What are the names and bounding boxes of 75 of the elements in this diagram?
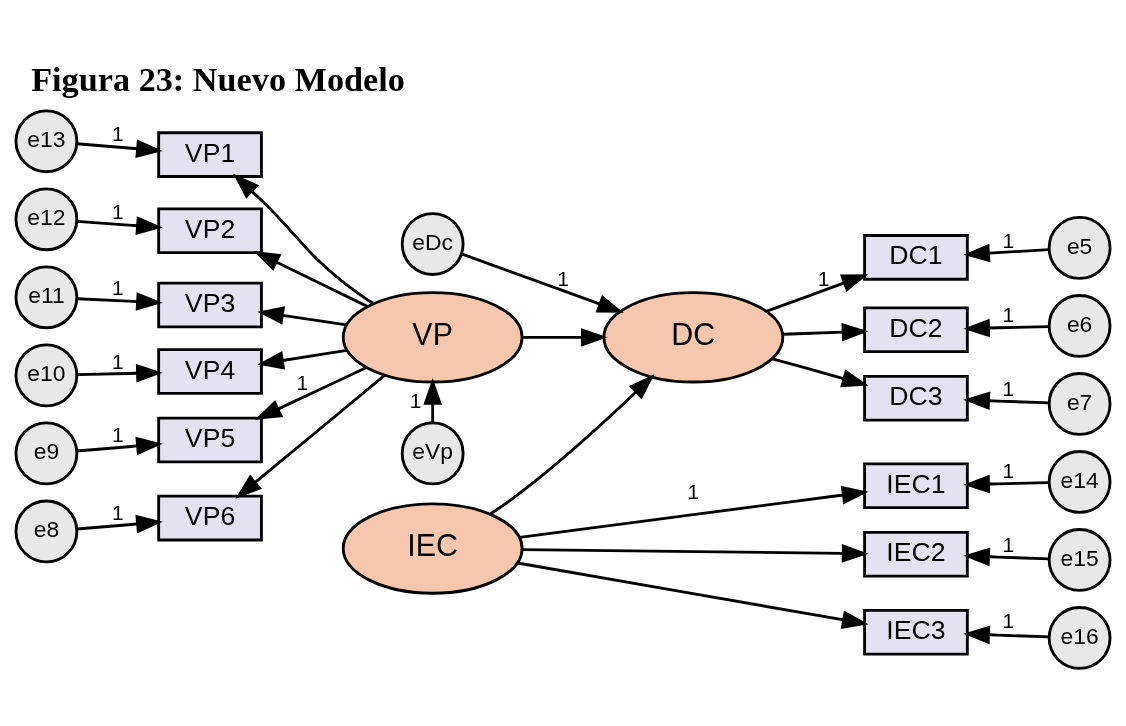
arrow — [461, 252, 624, 313]
arrow — [76, 436, 163, 456]
node-box: VP1 — [157, 131, 263, 178]
arrow — [76, 514, 163, 534]
edge-label: 1 — [111, 121, 124, 145]
node-circle: e5 — [1047, 216, 1112, 280]
edge-label: 1 — [111, 199, 124, 223]
node-circle: e11 — [14, 265, 79, 330]
arrow — [519, 485, 869, 539]
arrow — [233, 173, 374, 305]
edge-label: 1 — [1002, 376, 1015, 400]
arrow — [489, 374, 655, 516]
arrow — [963, 625, 1050, 645]
node-circle: e13 — [14, 109, 79, 174]
arrow — [257, 306, 347, 327]
edge-label: 1 — [409, 388, 422, 412]
arrow — [522, 544, 869, 563]
arrow — [782, 322, 869, 342]
node-box: DC2 — [863, 306, 969, 353]
edge-label: 1 — [296, 371, 309, 395]
node-box: VP6 — [157, 494, 263, 542]
node-circle: e7 — [1047, 372, 1112, 436]
edge-label: 1 — [1002, 302, 1015, 326]
arrow — [963, 318, 1049, 338]
arrow — [963, 243, 1050, 263]
node-circle: e15 — [1047, 528, 1112, 592]
node-circle: eDc — [400, 212, 465, 276]
edge-label: 1 — [687, 479, 700, 503]
node-circle: e16 — [1047, 606, 1112, 670]
node-box: VP3 — [157, 281, 263, 329]
node-box: IEC1 — [863, 462, 969, 510]
arrow — [235, 374, 386, 499]
node-box: IEC3 — [863, 608, 969, 656]
arrow — [963, 474, 1049, 494]
node-circle: eVp — [400, 421, 465, 486]
node-box: DC3 — [863, 374, 969, 422]
node-box: VP4 — [157, 348, 263, 395]
node-circle: e12 — [14, 187, 79, 252]
edge-label: 1 — [1002, 228, 1015, 252]
arrow — [76, 139, 163, 158]
edge-label: 1 — [111, 500, 124, 524]
arrow — [423, 378, 442, 423]
arrow — [257, 349, 348, 370]
arrow — [76, 216, 163, 235]
edge-label: 1 — [1002, 458, 1015, 482]
edge-label: 1 — [557, 266, 569, 290]
node-box: VP2 — [157, 207, 263, 255]
node-ellipse: IEC — [341, 502, 524, 595]
edge-label: 1 — [111, 350, 124, 374]
arrow — [76, 363, 163, 383]
node-circle: e6 — [1047, 294, 1112, 358]
node-box: IEC2 — [863, 530, 969, 578]
node-ellipse: DC — [602, 291, 785, 384]
arrow — [522, 328, 608, 347]
diagram-title: Figura 23: Nuevo Modelo — [31, 59, 405, 98]
node-circle: e9 — [14, 421, 79, 486]
node-circle: e10 — [14, 343, 79, 408]
arrow — [517, 561, 869, 629]
edge-label: 1 — [1002, 532, 1015, 556]
arrow — [963, 391, 1050, 411]
node-ellipse: VP — [341, 291, 524, 384]
edge-label: 1 — [817, 266, 830, 290]
arrow — [772, 357, 869, 388]
node-box: DC1 — [863, 234, 969, 281]
node-circle: e8 — [14, 499, 79, 564]
edge-label: 1 — [1002, 609, 1015, 633]
edge-label: 1 — [111, 422, 124, 446]
node-circle: e14 — [1047, 450, 1112, 514]
arrow — [76, 292, 163, 311]
arrow — [765, 274, 869, 313]
node-box: VP5 — [157, 416, 263, 464]
arrow — [255, 366, 368, 420]
edge-label: 1 — [111, 276, 124, 300]
arrow — [253, 250, 368, 308]
arrow — [963, 547, 1050, 567]
